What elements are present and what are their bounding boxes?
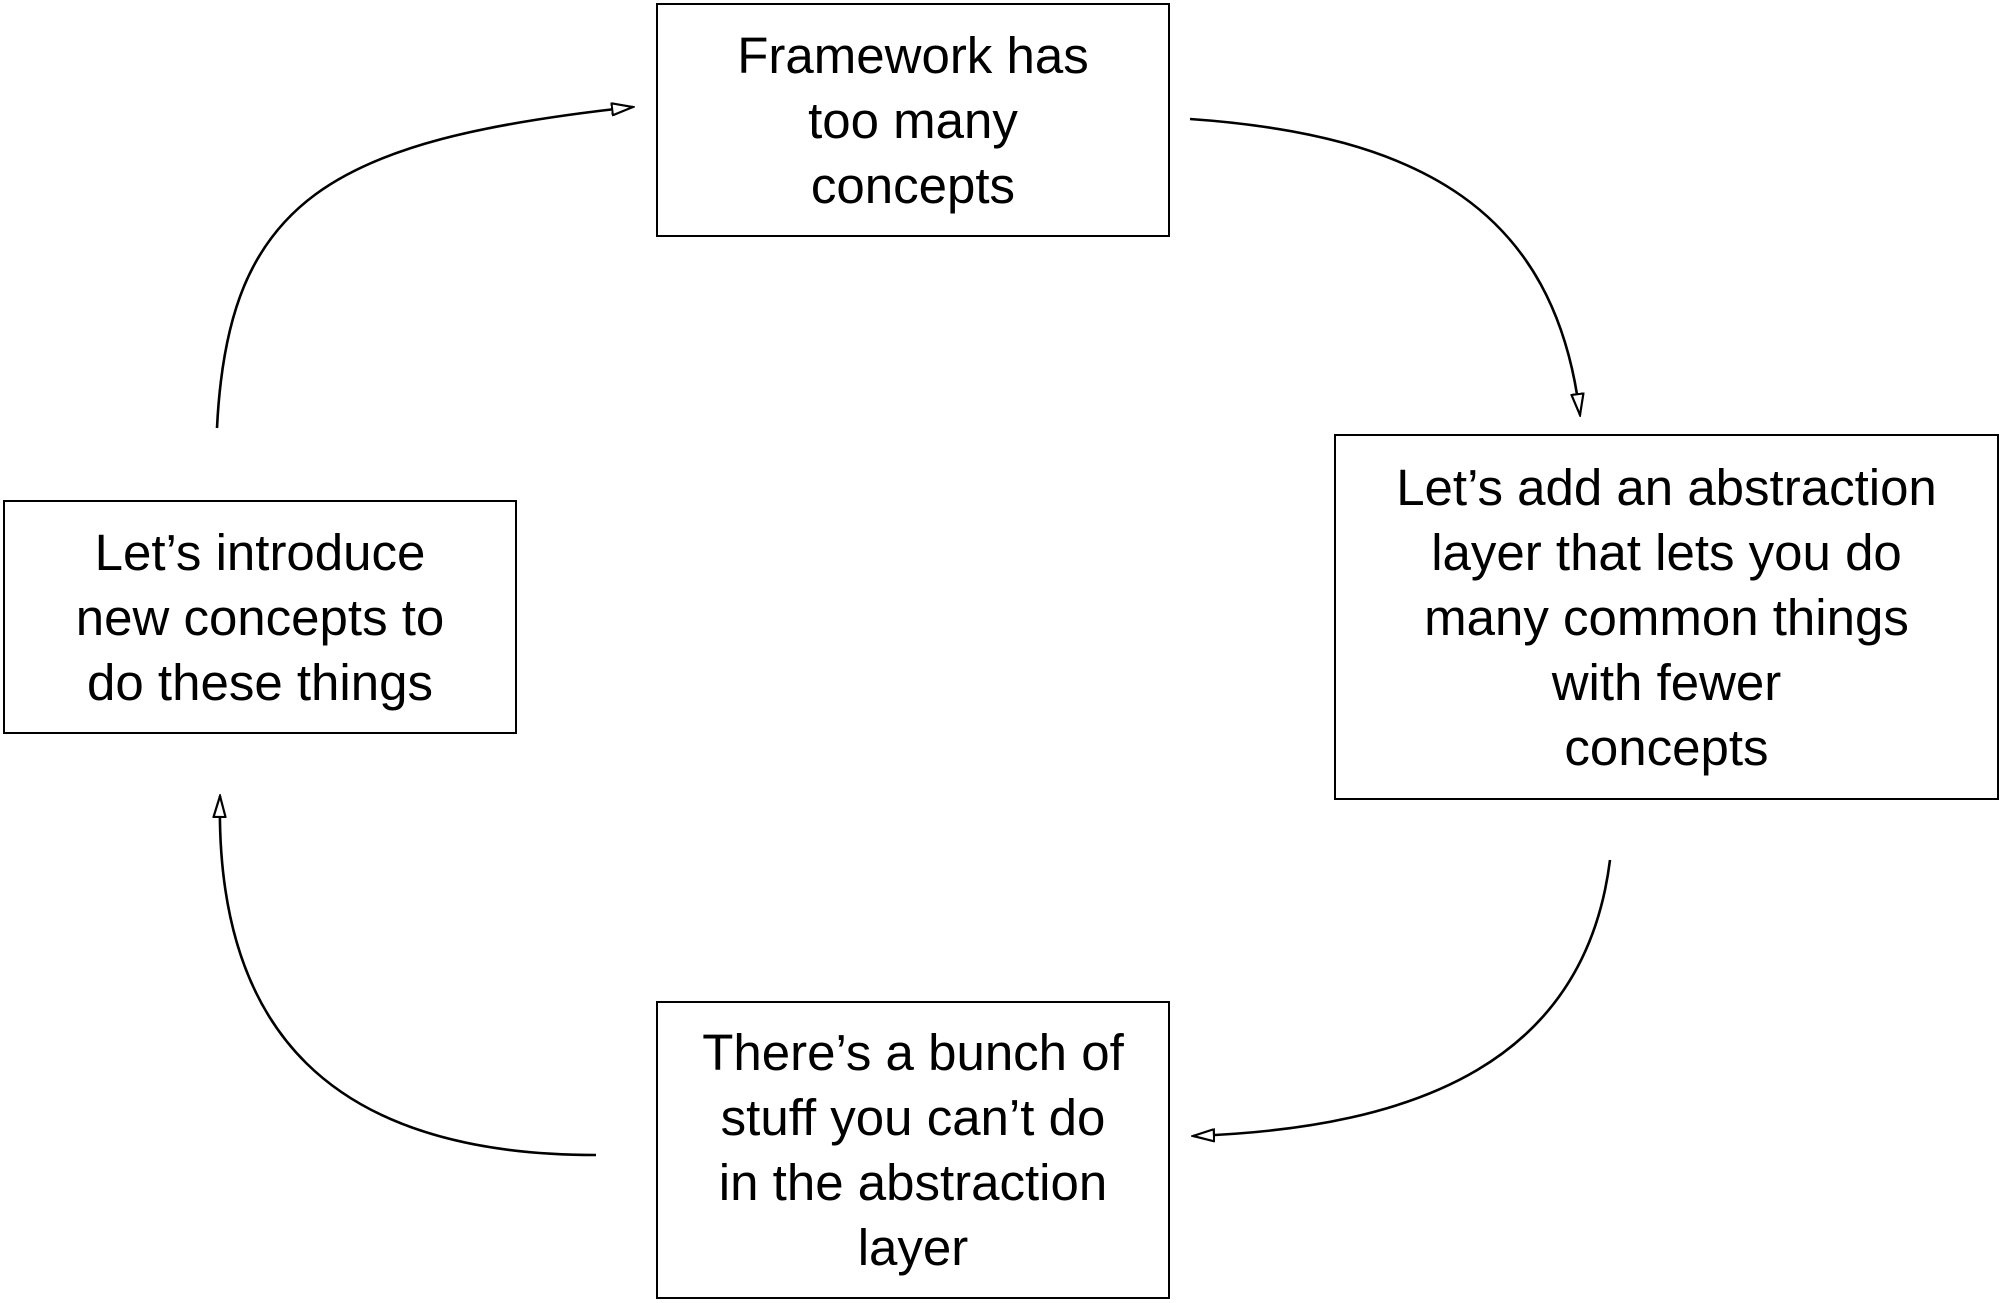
node-label: Framework has too many concepts (737, 26, 1089, 214)
node-label: Let’s introduce new concepts to do these… (75, 523, 445, 711)
node-add-abstraction-layer: Let’s add an abstraction layer that lets… (1334, 434, 1999, 800)
arrow-bottom-to-left (220, 796, 597, 1157)
node-label: Let’s add an abstraction layer that lets… (1396, 458, 1937, 776)
node-introduce-new-concepts: Let’s introduce new concepts to do these… (3, 500, 517, 734)
arrow-right-to-bottom (1193, 859, 1612, 1136)
node-framework-too-many-concepts: Framework has too many concepts (656, 3, 1170, 237)
node-label: There’s a bunch of stuff you can’t do in… (702, 1024, 1124, 1276)
arrow-top-to-right (1189, 117, 1580, 415)
arrow-left-to-top (215, 107, 633, 429)
node-stuff-you-cant-do: There’s a bunch of stuff you can’t do in… (656, 1001, 1170, 1299)
